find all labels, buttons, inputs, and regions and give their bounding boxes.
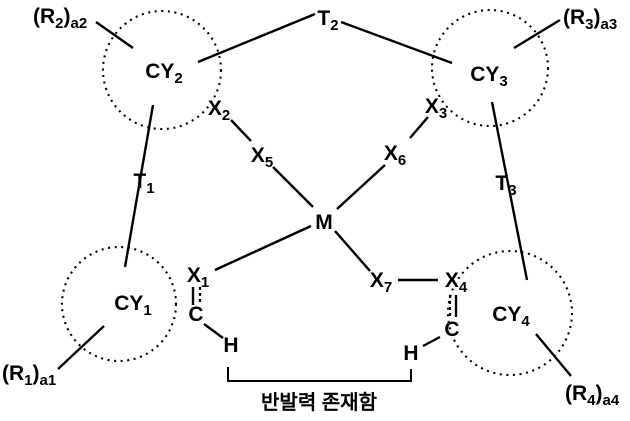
bond-r4-cy4 [535, 333, 572, 377]
carbon-left-label: C [188, 303, 203, 326]
r2-substituent-label: (R2)a2 [33, 5, 87, 32]
ring-cy4 [446, 249, 574, 377]
ring-cy2 [101, 9, 223, 131]
bond-r1-cy1 [57, 325, 105, 370]
t2-label: T2 [317, 7, 338, 34]
metal-label: M [315, 211, 333, 234]
x7-label: X7 [370, 269, 392, 296]
x6-label: X6 [384, 142, 406, 169]
bond-r2-cy2 [95, 21, 134, 49]
bond-cy2-t2 [197, 12, 316, 64]
bond-x3-x6 [409, 116, 429, 139]
bond-cy3-t3-cy4 [490, 101, 529, 281]
t3-label: T3 [495, 172, 516, 199]
x2-label: X2 [208, 97, 230, 124]
bond-cy2-t1-cy1 [123, 104, 155, 268]
bond-m-x7 [334, 230, 371, 272]
ring-cy1 [60, 245, 178, 363]
bond-c-h-right [422, 335, 441, 348]
r4-substituent-label: (R4)a4 [565, 382, 620, 409]
hydrogen-left-label: H [223, 334, 238, 357]
hydrogen-right-label: H [403, 342, 418, 365]
r1-substituent-label: (R1)a1 [2, 362, 56, 389]
bond-t2-cy3 [340, 20, 453, 65]
carbon-right-label: C [444, 318, 459, 341]
bond-x5-m [272, 166, 314, 208]
cy3-label: CY3 [470, 63, 508, 90]
repulsion-caption: 반발력 존재함 [261, 391, 378, 414]
x5-label: X5 [251, 144, 273, 171]
cy1-label: CY1 [114, 292, 152, 319]
bond-x2-x5 [230, 119, 252, 142]
bond-r3-cy3 [513, 18, 561, 50]
r3-substituent-label: (R3)a3 [563, 6, 617, 33]
bond-m-x1 [214, 224, 312, 272]
bond-x6-m [336, 164, 386, 210]
x3-label: X3 [425, 95, 447, 122]
x4-label: X4 [445, 269, 468, 296]
repulsion-bracket [227, 367, 412, 382]
cy2-label: CY2 [145, 60, 183, 87]
t1-label: T1 [133, 170, 154, 197]
ring-cy3 [430, 8, 550, 128]
cy4-label: CY4 [492, 303, 530, 330]
bond-c-h-left [203, 323, 224, 339]
x1-label: X1 [187, 264, 209, 291]
